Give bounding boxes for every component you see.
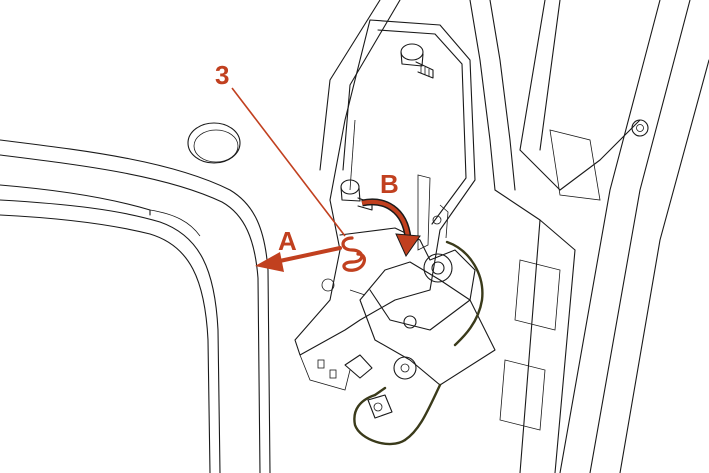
spring-3-icon <box>341 236 366 272</box>
callout-3-label: 3 <box>215 60 229 90</box>
arrow-a-label: A <box>278 226 297 256</box>
callout-3-leader <box>231 87 346 237</box>
latch-mechanism <box>321 204 496 386</box>
grommet <box>187 122 241 164</box>
arrow-a-icon <box>255 246 342 272</box>
top-bolt <box>400 43 434 79</box>
arrow-b-label: B <box>380 169 399 199</box>
arrow-b-icon <box>361 198 421 258</box>
frame-pillar <box>319 0 709 473</box>
latch-plate <box>294 19 476 391</box>
body-panel <box>0 139 271 473</box>
cable-clip <box>367 394 393 419</box>
release-cable <box>353 240 484 446</box>
